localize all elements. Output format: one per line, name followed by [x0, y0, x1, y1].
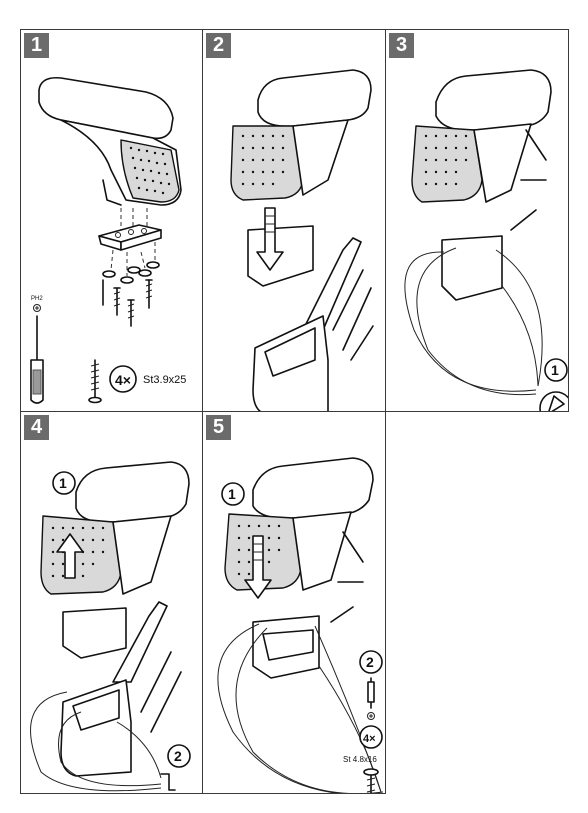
step-1-panel: 1	[20, 29, 203, 412]
step-1-illustration: PH2 4× St3.9x25	[30, 76, 186, 404]
step-number-badge: 3	[389, 33, 414, 58]
quantity-label: 4×	[115, 372, 131, 388]
instruction-grid: 1	[20, 29, 569, 794]
screw-spec-label: St3.9x25	[143, 374, 186, 386]
step-3-illustration: 1	[404, 69, 568, 411]
step-2-illustration	[230, 69, 374, 411]
step-4-callout-1: 1	[59, 475, 67, 491]
step-4-illustration: 1 2 3mm	[30, 461, 191, 792]
step-number-badge: 2	[206, 33, 231, 58]
step-2-panel: 2	[202, 29, 386, 412]
quantity-label: 4×	[363, 733, 376, 745]
step-number-badge: 4	[24, 415, 49, 440]
step-5-callout-2: 2	[366, 654, 374, 670]
step-number-badge: 1	[24, 33, 49, 58]
step-5-callout-1: 1	[228, 486, 236, 502]
step-4-callout-2: 2	[174, 748, 182, 764]
step-3-callout: 1	[551, 362, 559, 378]
step-5-illustration: 1 2	[217, 457, 384, 793]
step-3-panel: 3 1	[385, 29, 569, 412]
step-number-badge: 5	[206, 415, 231, 440]
screw-spec-label: St 4.8x16	[343, 755, 377, 764]
step-5-panel: 5 1 2	[202, 411, 386, 794]
step-4-panel: 4 1 2	[20, 411, 203, 794]
ph-label: PH2	[31, 296, 43, 302]
